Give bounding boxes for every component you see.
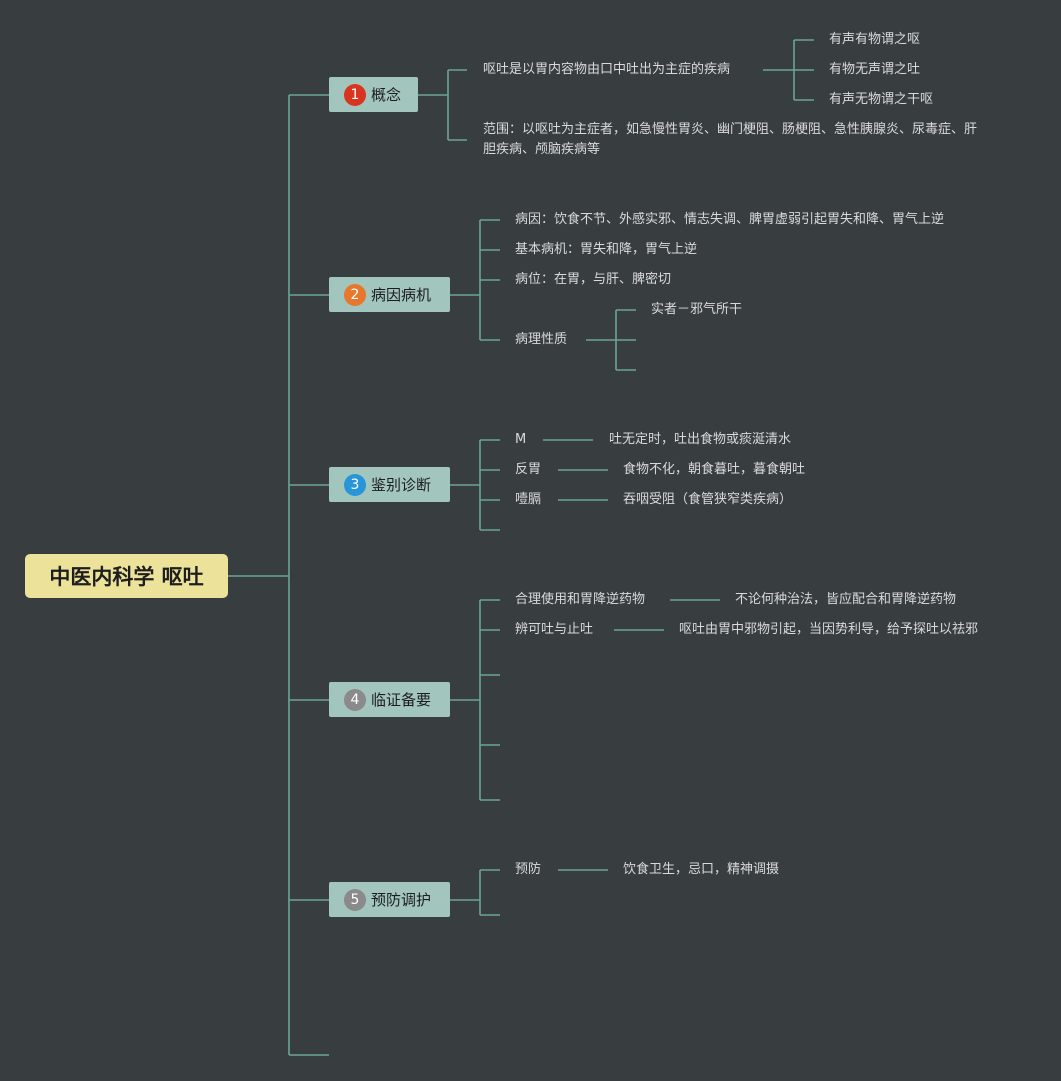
branch-label: 临证备要 [371, 691, 432, 709]
topic-leaf[interactable]: 呕吐由胃中邪物引起，当因势利导，给予探吐以祛邪 [679, 622, 979, 637]
topic-nature[interactable]: 病理性质 [515, 332, 568, 347]
topic-term[interactable]: 噎膈 [515, 492, 542, 507]
branch5-connector [450, 869, 500, 916]
branch-concept[interactable]: 1 概念 [329, 77, 418, 112]
topic-term[interactable]: 预防 [515, 862, 542, 877]
branch-label: 概念 [371, 86, 402, 104]
number-4-badge-icon: 4 [344, 688, 366, 711]
topic-leaf[interactable]: 不论何种治法，皆应配合和胃降逆药物 [735, 592, 957, 607]
number-3-badge-icon: 3 [344, 473, 366, 496]
topic-leaf[interactable]: 实者－邪气所干 [651, 302, 743, 317]
branch1-connector [418, 69, 467, 141]
branch4-detail-lines [614, 599, 720, 631]
topic-cause[interactable]: 病因：饮食不节、外感实邪、情志失调、脾胃虚弱引起胃失和降、胃气上逆 [515, 212, 945, 227]
number-2-badge-icon: 2 [344, 283, 366, 306]
branch2-connector [450, 219, 500, 341]
branch-differential[interactable]: 3 鉴别诊断 [329, 467, 450, 502]
branch-label: 鉴别诊断 [371, 476, 432, 494]
root-topic[interactable]: 中医内科学 呕吐 [25, 554, 228, 598]
topic-definition[interactable]: 呕吐是以胃内容物由口中吐出为主症的疾病 [483, 62, 731, 77]
branch-prevention[interactable]: 5 预防调护 [329, 882, 450, 917]
number-5-badge-icon: 5 [344, 888, 366, 911]
branch3-detail-lines [543, 439, 608, 501]
branch4-connector [450, 599, 500, 801]
topic-scope[interactable]: 范围：以呕吐为主症者，如急慢性胃炎、幽门梗阻、肠梗阻、急性胰腺炎、尿毒症、肝胆疾… [483, 122, 978, 157]
topic-location[interactable]: 病位：在胃，与肝、脾密切 [515, 272, 672, 287]
branch2-sub-connector [586, 309, 636, 371]
topic-term[interactable]: 合理使用和胃降逆药物 [515, 592, 646, 607]
topic-leaf[interactable]: 有声有物谓之呕 [829, 32, 921, 47]
branch-label: 预防调护 [371, 891, 432, 909]
topic-term[interactable]: 反胃 [515, 462, 542, 477]
topic-leaf[interactable]: 吞咽受阻（食管狭窄类疾病） [623, 492, 793, 507]
branch-etiology[interactable]: 2 病因病机 [329, 277, 450, 312]
branch1-sub-connector [763, 39, 814, 101]
topic-leaf[interactable]: 饮食卫生，忌口，精神调摄 [623, 862, 780, 877]
topic-leaf[interactable]: 有物无声谓之吐 [829, 62, 921, 77]
topic-leaf[interactable]: 有声无物谓之干呕 [829, 92, 934, 107]
topic-leaf[interactable]: 食物不化，朝食暮吐，暮食朝吐 [623, 462, 806, 477]
number-1-badge-icon: 1 [344, 83, 366, 106]
topic-term[interactable]: 辨可吐与止吐 [515, 622, 594, 637]
topic-leaf[interactable]: 吐无定时，吐出食物或痰涎清水 [609, 432, 792, 447]
branch3-connector [450, 439, 500, 531]
topic-term[interactable]: M [515, 432, 527, 447]
branch-label: 病因病机 [371, 286, 432, 304]
topic-pathogenesis[interactable]: 基本病机：胃失和降，胃气上逆 [515, 242, 698, 257]
branch-clinical-notes[interactable]: 4 临证备要 [329, 682, 450, 717]
